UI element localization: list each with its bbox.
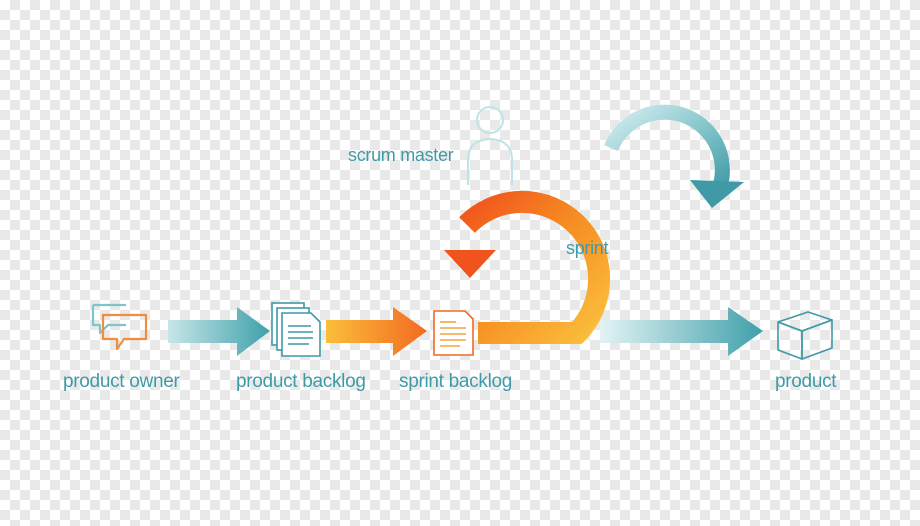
daily-loop-arrow [604,104,744,208]
scrum-master-icon [467,106,513,185]
document-stack-icon [271,302,321,357]
label-product-owner: product owner [63,371,180,392]
sprint-document-icon [433,310,474,356]
product-box-icon [777,311,833,360]
sprint-loop-arrow [444,190,611,344]
label-product-backlog: product backlog [236,371,366,392]
label-product: product [775,371,837,392]
label-sprint-backlog: sprint backlog [399,371,513,392]
label-scrum-master: scrum master [348,145,454,165]
arrow-sprint-to-product [600,307,763,356]
arrow-backlog-to-sprint-backlog [326,307,427,356]
label-sprint: sprint [566,238,609,258]
arrow-owner-to-backlog [168,307,270,356]
chat-bubbles-icon [91,303,148,351]
